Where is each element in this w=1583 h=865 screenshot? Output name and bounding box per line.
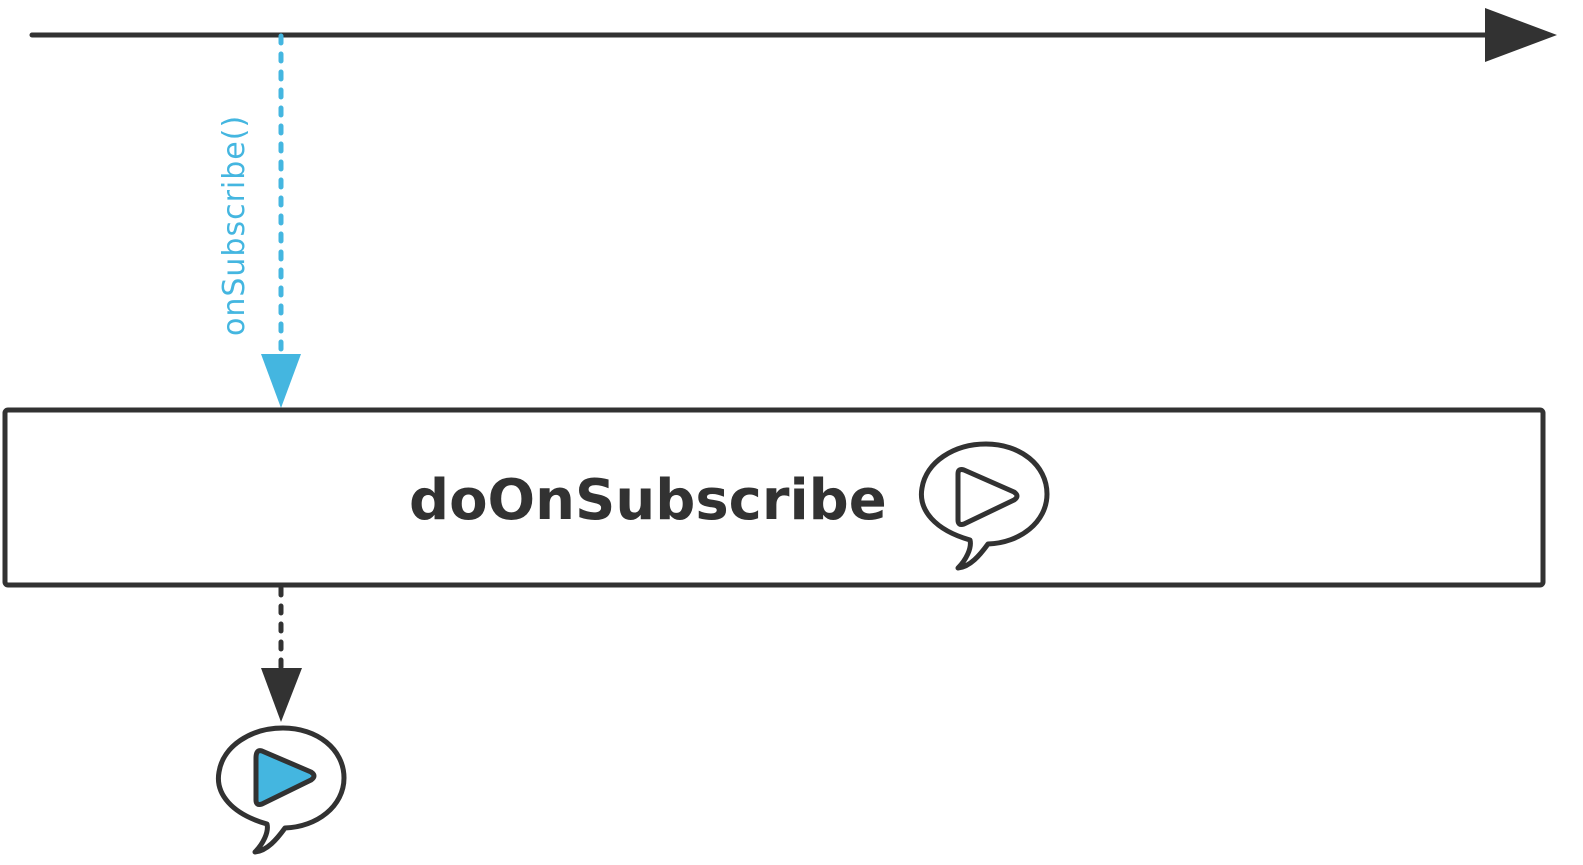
- source-timeline: [29, 8, 1557, 62]
- subscribe-signal: onSubscribe(): [217, 33, 301, 408]
- output-play-triangle: [253, 748, 317, 807]
- output-signal-arrowhead: [261, 668, 302, 722]
- timeline-arrowhead: [1485, 8, 1557, 62]
- subscribe-signal-label: onSubscribe(): [217, 115, 252, 336]
- speech-bubble-play-filled-icon: [215, 725, 347, 855]
- operator-label: doOnSubscribe: [409, 468, 887, 533]
- operator-box: doOnSubscribe: [2, 407, 1546, 588]
- operator-box-frame: [2, 407, 1546, 588]
- play-triangle-outline: [955, 467, 1020, 527]
- speech-bubble-play-icon: [918, 441, 1050, 571]
- subscribe-signal-arrowhead: [261, 354, 301, 408]
- output-signal: [261, 585, 302, 722]
